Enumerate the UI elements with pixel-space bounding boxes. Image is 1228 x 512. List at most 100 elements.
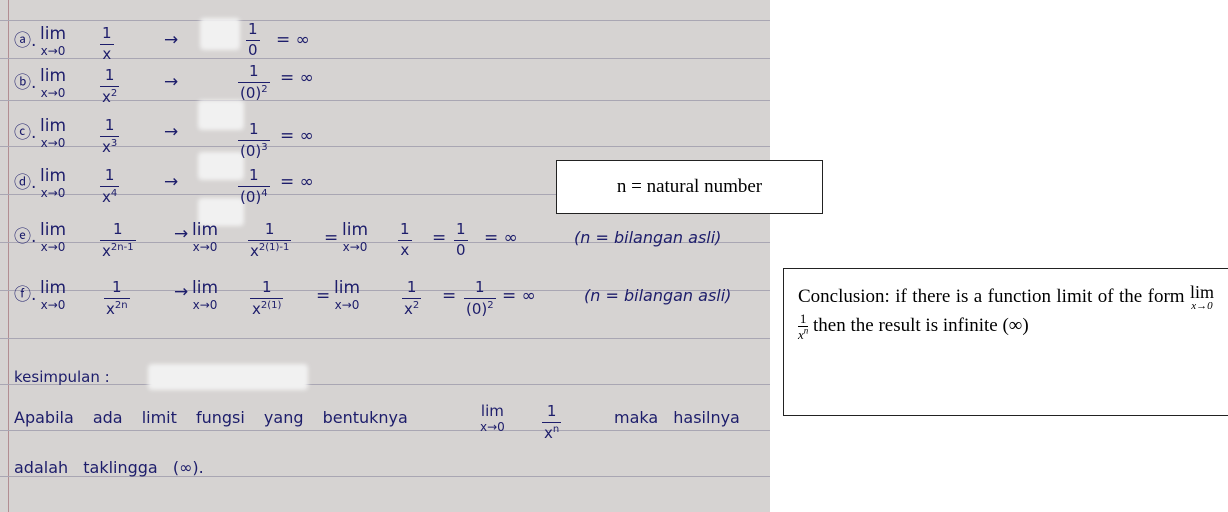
row-label: ⓕ. — [14, 285, 37, 305]
denominator-base: x — [544, 423, 553, 442]
denominator-base: (0) — [466, 299, 488, 318]
ruled-line — [0, 338, 770, 339]
lim-text: lim — [40, 24, 67, 44]
numerator: 1 — [104, 116, 115, 134]
row-label: ⓔ. — [14, 227, 37, 247]
lim-text: lim — [192, 278, 219, 298]
denominator: xn — [798, 325, 809, 343]
fraction: 1(0)2 — [464, 278, 496, 318]
equals: = — [432, 228, 447, 248]
numerator: 1 — [799, 311, 807, 327]
lim-text: lim — [40, 116, 67, 136]
lim-subscript: x→0 — [342, 240, 368, 254]
numerator: 1 — [261, 278, 272, 296]
implies-arrow: → — [164, 172, 179, 192]
note: (n = bilangan asli) — [584, 286, 732, 305]
numerator: 1 — [475, 278, 485, 296]
lim-text: lim — [40, 66, 67, 86]
ruled-line — [0, 290, 770, 291]
numerator: 1 — [248, 20, 258, 38]
denominator-base: x — [102, 187, 111, 206]
denominator: x2(1)-1 — [248, 241, 291, 260]
exponent: 2(1) — [260, 299, 282, 311]
denominator: x2 — [100, 87, 119, 106]
lim-text: lim — [342, 220, 369, 240]
denominator-base: (0) — [240, 141, 262, 160]
conclusion-text-part1: Conclusion: if there is a function limit… — [798, 286, 1185, 307]
equals: = — [324, 228, 339, 248]
denominator-base: x — [798, 327, 804, 343]
denominator-base: x — [106, 299, 115, 318]
numerator: 1 — [113, 220, 123, 238]
denominator-base: x — [102, 87, 111, 106]
redaction-patch — [200, 18, 240, 50]
denominator: xn — [542, 423, 561, 442]
exponent: 4 — [261, 187, 268, 199]
denominator: x2n — [104, 299, 130, 318]
fraction: 1 x3 — [100, 116, 120, 156]
exponent: 2n — [114, 299, 128, 311]
exponent: 2 — [261, 83, 268, 95]
denominator-base: (0) — [240, 187, 262, 206]
exponent: 3 — [110, 137, 118, 149]
denominator-base: x — [102, 241, 111, 260]
denominator-base: x — [404, 299, 413, 318]
result: = ∞ — [280, 68, 314, 88]
equals: = — [442, 286, 457, 306]
margin-line — [8, 0, 9, 512]
conclusion-text-part2: then the result is infinite (∞) — [813, 315, 1029, 337]
denominator: (0)3 — [238, 141, 270, 160]
result: = ∞ — [502, 286, 536, 306]
denominator: (0)4 — [238, 187, 270, 206]
denominator: x — [400, 240, 410, 259]
exponent: 2 — [110, 87, 118, 99]
ruled-line — [0, 476, 770, 477]
numerator: 1 — [249, 120, 259, 138]
lim-subscript: x→0 — [40, 86, 66, 100]
denominator-base: x — [102, 137, 111, 156]
lim-text: lim — [334, 278, 361, 298]
fraction: 1 x2n — [104, 278, 130, 318]
lim-text: lim — [480, 402, 504, 420]
ruled-line — [0, 58, 770, 59]
exponent: 2(1)-1 — [258, 241, 290, 253]
exponent: n — [803, 325, 809, 336]
redaction-patch — [198, 198, 244, 226]
lim-subscript: x→0 — [40, 136, 66, 150]
numerator: 1 — [112, 278, 122, 296]
lim-text: lim — [40, 220, 67, 240]
equals: = — [316, 286, 331, 306]
exponent: 2n-1 — [110, 241, 134, 253]
lim-subscript: x→0 — [40, 240, 66, 254]
result-fraction: 1(0)2 — [238, 63, 270, 102]
ruled-line — [0, 242, 770, 243]
ruled-line — [0, 194, 770, 195]
exponent: 2 — [412, 299, 420, 311]
numerator: 1 — [546, 402, 557, 420]
ruled-line — [0, 430, 770, 431]
ruled-line — [0, 100, 770, 101]
lim-text: lim — [192, 220, 219, 240]
lim-subscript: x→0 — [40, 44, 66, 58]
numerator: 1 — [249, 166, 259, 184]
note: (n = bilangan asli) — [574, 228, 722, 247]
implies-arrow: → — [164, 122, 179, 142]
denominator-base: x — [250, 241, 259, 260]
numerator: 1 — [400, 220, 410, 238]
natural-number-text: n = natural number — [616, 176, 763, 197]
